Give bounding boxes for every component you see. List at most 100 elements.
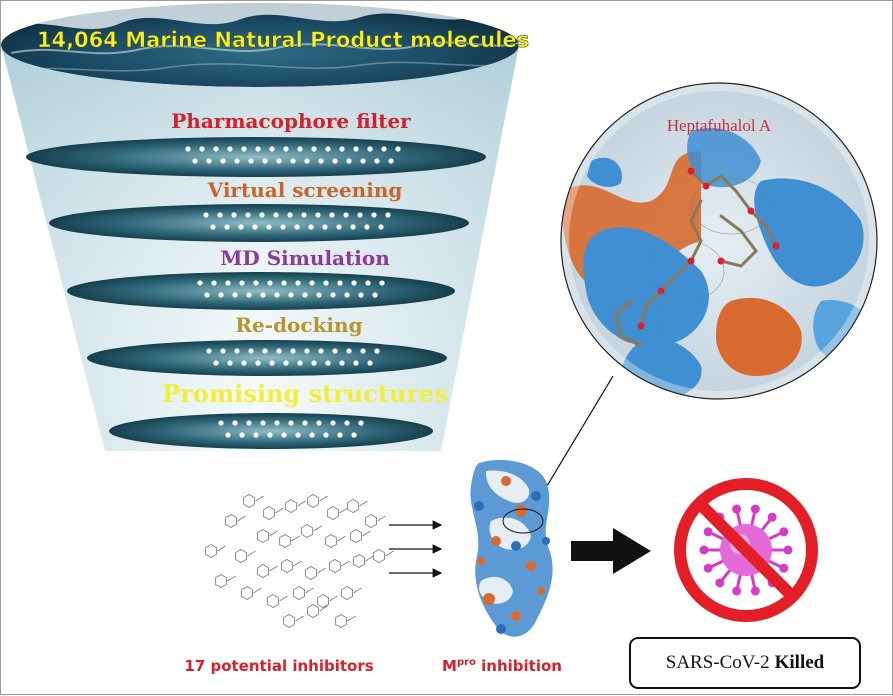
virus-spike-tip [779, 563, 789, 573]
molecule-dot [357, 212, 363, 218]
molecule-dot [365, 280, 371, 286]
molecule-dot [262, 348, 268, 354]
molecule-dot [388, 158, 394, 164]
molecule-ring [328, 559, 342, 573]
molecule-dot [337, 280, 343, 286]
mpro-protein [470, 460, 553, 637]
molecule-ring [340, 586, 354, 600]
molecule-ring [262, 506, 276, 520]
stage-label-5: Promising structures [162, 379, 448, 408]
molecule-dot [267, 280, 273, 286]
molecule-bond [362, 530, 371, 537]
molecule-ring [352, 554, 366, 568]
molecule-dot [259, 212, 265, 218]
molecule-dot [220, 348, 226, 354]
molecule-dot [227, 146, 233, 152]
molecule-ring [324, 534, 338, 548]
molecule-dot [232, 292, 238, 298]
molecule-dot [262, 158, 268, 164]
molecule-dot [297, 146, 303, 152]
molecule-ring [234, 549, 248, 563]
molecule-dot [358, 420, 364, 426]
molecule-dot [316, 420, 322, 426]
molecule-bond [337, 535, 346, 542]
inhibitor-structures [204, 494, 394, 628]
molecule-dot [332, 348, 338, 354]
molecule-dot [274, 420, 280, 426]
molecule-dot [267, 432, 273, 438]
molecule-dot [374, 158, 380, 164]
molecule-bond [365, 555, 374, 562]
mpro-rest: inhibition [476, 657, 562, 675]
molecule-bond [217, 545, 226, 552]
molecule-dot [367, 146, 373, 152]
molecule-dot [346, 158, 352, 164]
molecule-bond [319, 495, 328, 502]
molecule-dot [318, 348, 324, 354]
molecule-bond [341, 560, 350, 567]
molecule-dot [248, 158, 254, 164]
molecule-dot [241, 146, 247, 152]
molecule-dot [323, 432, 329, 438]
molecule-dot [283, 360, 289, 366]
molecule-dot [337, 432, 343, 438]
molecule-dot [323, 280, 329, 286]
molecule-ring [240, 586, 254, 600]
molecule-dot [304, 158, 310, 164]
molecule-ring [214, 574, 228, 588]
molecule-dot [274, 292, 280, 298]
molecule-dot [245, 212, 251, 218]
molecule-bond [269, 530, 278, 537]
molecule-dot [253, 280, 259, 286]
molecule-ring [280, 559, 294, 573]
molecule-bond [247, 550, 256, 557]
molecule-dot [231, 212, 237, 218]
virus-spike-tip [732, 586, 742, 596]
molecule-dot [266, 224, 272, 230]
molecule-ring [372, 549, 386, 563]
molecule-dot [378, 224, 384, 230]
molecule-dot [234, 158, 240, 164]
molecule-dot [199, 146, 205, 152]
molecule-ring [282, 614, 296, 628]
molecule-dot [381, 146, 387, 152]
molecule-dot [374, 348, 380, 354]
molecule-dot [364, 224, 370, 230]
molecule-dot [294, 224, 300, 230]
virus-spike-tip [779, 527, 789, 537]
molecule-dot [332, 158, 338, 164]
zoom-circle-outline [560, 82, 878, 400]
molecule-dot [336, 224, 342, 230]
molecule-dot [220, 158, 226, 164]
virus-ban-icon [674, 478, 818, 622]
molecule-dot [325, 360, 331, 366]
molecule-dot [197, 280, 203, 286]
molecule-dot [269, 360, 275, 366]
molecule-ring [204, 544, 218, 558]
molecule-dot [322, 224, 328, 230]
molecule-ring [224, 514, 238, 528]
molecule-bond [319, 605, 328, 612]
molecule-dot [234, 348, 240, 354]
molecule-dot [253, 432, 259, 438]
molecule-dot [351, 432, 357, 438]
molecule-bond [269, 565, 278, 572]
stage-disk-3 [67, 272, 455, 310]
molecule-dot [367, 360, 373, 366]
molecule-dot [297, 360, 303, 366]
molecule-dot [351, 280, 357, 286]
molecule-dot [344, 420, 350, 426]
stage-disk-4 [87, 340, 447, 376]
molecule-bond [295, 615, 304, 622]
virus-name: SARS-CoV-2 [665, 652, 770, 673]
molecule-dot [360, 348, 366, 354]
molecule-dot [241, 360, 247, 366]
molecule-bond [275, 507, 284, 514]
molecule-dot [371, 212, 377, 218]
stage-disk-5 [109, 413, 433, 449]
molecule-dot [246, 420, 252, 426]
molecule-bond [329, 595, 338, 602]
molecule-ring [256, 564, 270, 578]
